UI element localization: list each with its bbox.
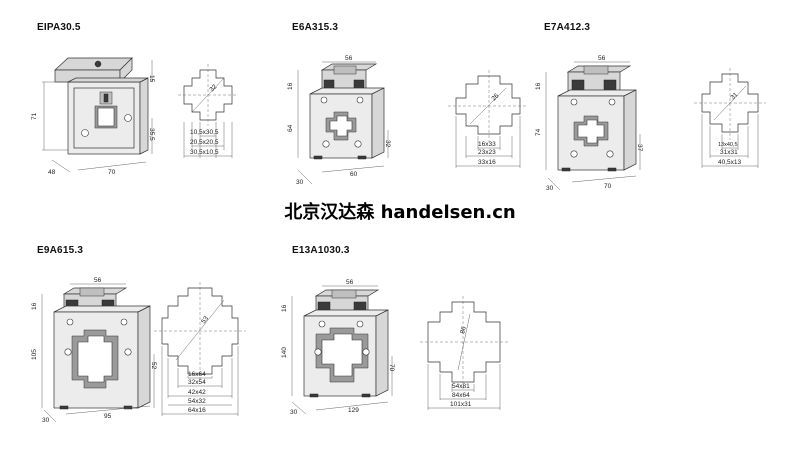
dim-depth: 30 xyxy=(42,417,50,424)
dim-depth: 30 xyxy=(546,185,554,192)
model-title-e9a615-3: E9A615.3 xyxy=(37,245,84,256)
window-size-3: 42x42 xyxy=(188,389,206,396)
dim-top-width: 56 xyxy=(346,279,354,286)
window-e6a315-3: 26 16x33 23x23 33x16 xyxy=(448,70,528,168)
dim-height: 140 xyxy=(281,347,288,358)
window-size-2: 32x54 xyxy=(188,379,206,386)
dim-width: 60 xyxy=(350,171,358,178)
drawing-e7a412-3: 56 16 74 37 70 30 xyxy=(535,55,643,192)
dim-height-top: 16 xyxy=(287,82,294,90)
window-size-3: 40,5x13 xyxy=(718,159,742,166)
window-diag: 32 xyxy=(208,83,218,93)
dim-height: 71 xyxy=(31,112,38,120)
dim-top-width: 56 xyxy=(94,277,102,284)
window-size-1: 16x64 xyxy=(188,371,206,378)
window-size-2: 23x23 xyxy=(478,149,496,156)
model-title-e7a412-3: E7A412.3 xyxy=(544,22,591,33)
dim-height: 105 xyxy=(31,349,38,360)
dim-half: 52 xyxy=(150,362,157,370)
window-diag: 53 xyxy=(200,315,210,325)
dim-width: 129 xyxy=(348,407,359,414)
window-size-5: 64x16 xyxy=(188,407,206,414)
dim-width: 95 xyxy=(104,413,112,420)
window-size-1: 10,5x30,5 xyxy=(190,129,219,136)
window-e9a615-3: 53 16x64 32x54 42x42 54x32 64x16 xyxy=(154,282,246,416)
drawing-e6a315-3: 56 16 64 32 60 30 xyxy=(287,55,391,186)
dim-top-width: 56 xyxy=(598,55,606,62)
window-diag: 86 xyxy=(459,325,468,334)
dim-height-top: 16 xyxy=(535,82,542,90)
window-diag: 26 xyxy=(490,92,500,102)
window-size-1: 54x81 xyxy=(452,383,470,390)
dim-height: 74 xyxy=(535,128,542,136)
drawing-e13a1030-3: 56 16 140 70 129 30 xyxy=(281,279,395,416)
dim-half: 35,5 xyxy=(148,128,155,141)
dim-depth: 30 xyxy=(296,179,304,186)
model-title-e13a1030-3: E13A1030.3 xyxy=(292,245,350,256)
dim-depth: 48 xyxy=(48,169,56,176)
window-eipa30-5: 32 10,5x30,5 20,5x20,5 30,5x10,5 xyxy=(178,64,238,158)
window-diag: 31 xyxy=(729,91,739,101)
window-e13a1030-3: 86 54x81 84x64 101x31 xyxy=(420,296,508,410)
window-size-1: 13x40,5 xyxy=(718,142,738,148)
window-size-3: 101x31 xyxy=(450,401,472,408)
dim-height-top: 16 xyxy=(31,302,38,310)
dim-half: 37 xyxy=(636,144,643,152)
window-size-2: 20,5x20,5 xyxy=(190,139,219,146)
dim-height-top: 16 xyxy=(281,304,288,312)
drawing-eipa30-5: 71 15 35,5 70 48 xyxy=(31,57,155,176)
drawing-e9a615-3: 56 16 105 52 95 30 xyxy=(31,277,157,424)
window-size-2: 84x64 xyxy=(452,392,470,399)
window-size-2: 31x31 xyxy=(720,149,738,156)
model-title-e6a315-3: E6A315.3 xyxy=(292,22,339,33)
dim-top-width: 56 xyxy=(345,55,353,62)
dim-height: 64 xyxy=(287,124,294,132)
window-size-3: 30,5x10,5 xyxy=(190,149,219,156)
model-title-eipa30-5: EIPA30.5 xyxy=(37,22,81,33)
watermark-text: 北京汉达森 handelsen.cn xyxy=(284,202,516,223)
dim-half: 70 xyxy=(388,364,395,372)
dim-width: 70 xyxy=(604,183,612,190)
dim-half: 32 xyxy=(384,140,391,148)
dim-width: 70 xyxy=(108,169,116,176)
dim-depth: 30 xyxy=(290,409,298,416)
window-size-3: 33x16 xyxy=(478,159,496,166)
dim-top: 15 xyxy=(148,75,155,83)
window-size-4: 54x32 xyxy=(188,398,206,405)
window-size-1: 16x33 xyxy=(478,141,496,148)
window-e7a412-3: 31 13x40,5 31x31 40,5x13 xyxy=(694,68,766,168)
